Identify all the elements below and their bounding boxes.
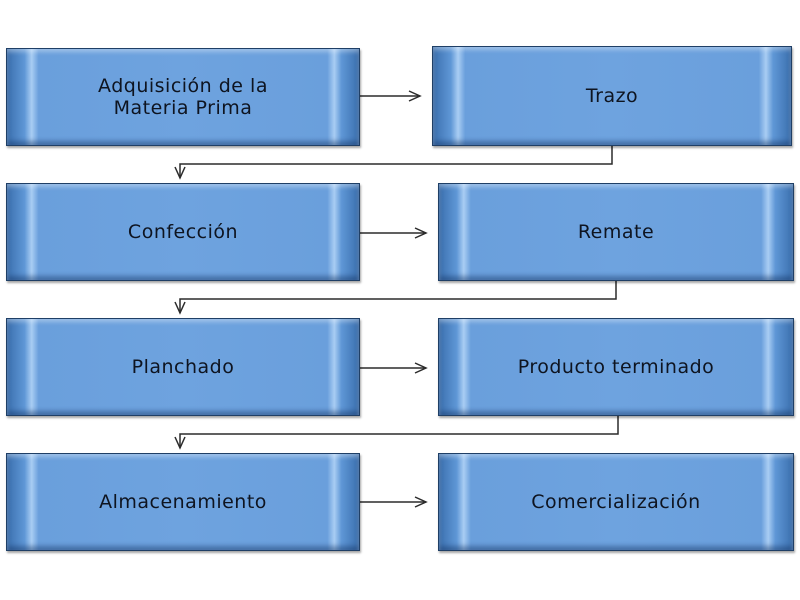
step-label: Remate <box>577 221 655 243</box>
step-label: Producto terminado <box>517 356 715 378</box>
step-label: Planchado <box>131 356 235 378</box>
step-trazo: Trazo <box>432 46 792 146</box>
connector-remate-to-planchado <box>174 281 617 315</box>
step-label: Comercialización <box>531 491 701 513</box>
step-comercializacion: Comercialización <box>438 453 794 551</box>
step-planchado: Planchado <box>6 318 360 416</box>
step-label: Almacenamiento <box>99 491 267 513</box>
step-label: Confección <box>127 221 239 243</box>
step-almacenamiento: Almacenamiento <box>6 453 360 551</box>
step-remate: Remate <box>438 183 794 281</box>
connector-producto-to-almacenamiento <box>174 416 619 450</box>
connector-trazo-to-confeccion <box>174 146 613 180</box>
step-producto-terminado: Producto terminado <box>438 318 794 416</box>
step-label: Adquisición de la Materia Prima <box>98 75 268 119</box>
step-label: Trazo <box>585 85 639 107</box>
step-confeccion: Confección <box>6 183 360 281</box>
step-adquisicion-materia-prima: Adquisición de la Materia Prima <box>6 48 360 146</box>
